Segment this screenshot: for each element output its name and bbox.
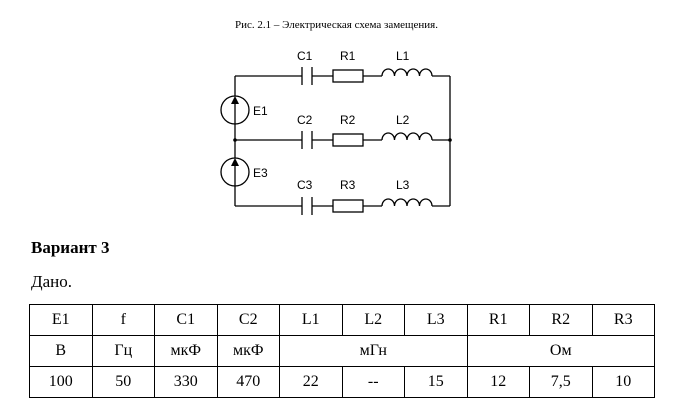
value-cell: 7,5 bbox=[529, 366, 593, 398]
value-cell: -- bbox=[341, 366, 405, 398]
capacitor-c3 bbox=[301, 197, 313, 215]
capacitor-c1 bbox=[301, 67, 313, 85]
label-c1: C1 bbox=[297, 49, 313, 63]
unit-cell: Гц bbox=[91, 335, 155, 367]
resistor-r1 bbox=[332, 69, 364, 83]
e1-arrow bbox=[231, 96, 239, 104]
unit-cell: В bbox=[29, 335, 93, 367]
header-cell: E1 bbox=[29, 304, 93, 336]
header-cell: R3 bbox=[591, 304, 655, 336]
unit-cell-inductance: мГн bbox=[279, 335, 468, 367]
header-cell: L3 bbox=[404, 304, 468, 336]
inductor-l3 bbox=[381, 198, 433, 207]
label-e1: E1 bbox=[253, 104, 268, 118]
inductor-l1 bbox=[381, 68, 433, 77]
value-cell: 100 bbox=[29, 366, 93, 398]
value-cell: 15 bbox=[404, 366, 468, 398]
header-cell: R1 bbox=[466, 304, 530, 336]
inductor-l2 bbox=[381, 132, 433, 141]
label-r1: R1 bbox=[340, 49, 356, 63]
capacitor-c2 bbox=[301, 131, 313, 149]
value-cell: 10 bbox=[591, 366, 655, 398]
junction-node bbox=[233, 138, 237, 142]
label-c2: C2 bbox=[297, 113, 313, 127]
table-header-row: E1 f C1 C2 L1 L2 L3 R1 R2 R3 bbox=[29, 304, 655, 336]
variant-title: Вариант 3 bbox=[31, 238, 110, 257]
value-cell: 12 bbox=[466, 366, 530, 398]
unit-cell-resistance: Ом bbox=[466, 335, 655, 367]
value-cell: 22 bbox=[279, 366, 343, 398]
header-cell: L2 bbox=[341, 304, 405, 336]
junction-node bbox=[448, 138, 452, 142]
resistor-r3 bbox=[332, 199, 364, 213]
label-r3: R3 bbox=[340, 178, 356, 192]
header-cell: R2 bbox=[529, 304, 593, 336]
label-r2: R2 bbox=[340, 113, 356, 127]
resistor-r2 bbox=[332, 133, 364, 147]
header-cell: C2 bbox=[216, 304, 280, 336]
label-e3: E3 bbox=[253, 166, 268, 180]
value-cell: 50 bbox=[91, 366, 155, 398]
label-l3: L3 bbox=[396, 178, 410, 192]
figure-caption: Рис. 2.1 – Электрическая схема замещения… bbox=[235, 19, 438, 31]
unit-cell: мкФ bbox=[154, 335, 218, 367]
value-cell: 330 bbox=[154, 366, 218, 398]
header-cell: L1 bbox=[279, 304, 343, 336]
header-cell: C1 bbox=[154, 304, 218, 336]
e3-arrow bbox=[231, 158, 239, 166]
value-cell: 470 bbox=[216, 366, 280, 398]
label-l1: L1 bbox=[396, 49, 410, 63]
label-c3: C3 bbox=[297, 178, 313, 192]
label-l2: L2 bbox=[396, 113, 410, 127]
table-values-row: 100 50 330 470 22 -- 15 12 7,5 10 bbox=[29, 366, 655, 398]
table-units-row: В Гц мкФ мкФ мГн Ом bbox=[29, 335, 655, 367]
circuit-diagram: C1 R1 L1 C2 R2 L2 C3 R3 L3 E1 E3 bbox=[220, 49, 452, 215]
header-cell: f bbox=[91, 304, 155, 336]
unit-cell: мкФ bbox=[216, 335, 280, 367]
parameters-table: E1 f C1 C2 L1 L2 L3 R1 R2 R3 В Гц мкФ мк… bbox=[29, 304, 655, 398]
given-label: Дано. bbox=[31, 272, 72, 291]
